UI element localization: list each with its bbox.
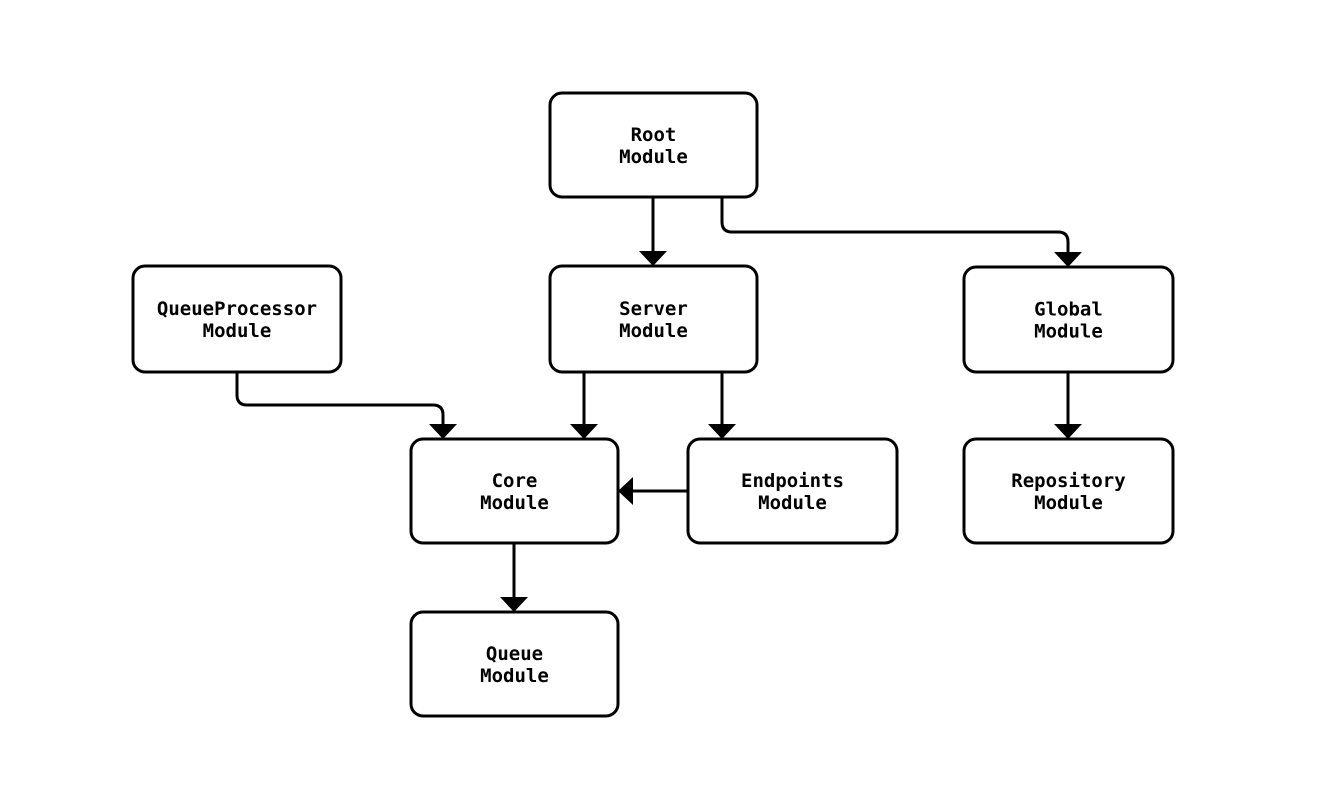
node-label-line: Server [619, 298, 688, 320]
node-box-core [409, 437, 620, 545]
node-label-line: Repository [1011, 470, 1125, 492]
node-box-repository [962, 437, 1175, 545]
node-box-queue [409, 610, 620, 718]
arrowhead-icon [1054, 424, 1082, 439]
arrowhead-icon [639, 251, 667, 266]
node-label-line: Root [631, 124, 677, 146]
node-label-line: Module [480, 492, 549, 514]
node-label-line: Core [492, 470, 538, 492]
arrowhead-icon [618, 477, 633, 505]
node-label-line: Module [619, 146, 688, 168]
node-box-endpoints [686, 437, 899, 545]
node-label-line: QueueProcessor [157, 298, 317, 320]
node-label-line: Module [1034, 492, 1103, 514]
node-label-line: Module [619, 320, 688, 342]
node-label-line: Module [480, 665, 549, 687]
arrowhead-icon [570, 424, 598, 439]
node-box-server [548, 264, 759, 374]
arrowhead-icon [429, 424, 457, 439]
edge-queueprocessor-to-core [235, 372, 457, 439]
node-label-line: Queue [486, 643, 543, 665]
edge-core-to-queue [500, 543, 528, 612]
node-label-line: Module [1034, 321, 1103, 343]
arrowhead-icon [500, 597, 528, 612]
edge-line-queueprocessor-to-core [235, 372, 445, 425]
edge-root-to-server [639, 197, 667, 266]
node-label-line: Module [203, 320, 272, 342]
edge-endpoints-to-core [618, 477, 688, 505]
edge-server-to-endpoints [708, 372, 736, 439]
arrowhead-icon [708, 424, 736, 439]
edge-root-to-global [720, 197, 1082, 267]
node-box-global [962, 265, 1175, 374]
edges-layer [235, 197, 1082, 612]
edge-server-to-core [570, 372, 598, 439]
node-box-root [548, 91, 759, 199]
edge-global-to-repository [1054, 372, 1082, 439]
node-box-queueprocessor [131, 264, 343, 374]
node-label-line: Module [758, 492, 827, 514]
arrowhead-icon [1054, 252, 1082, 267]
node-label-line: Endpoints [741, 470, 844, 492]
edge-line-root-to-global [720, 197, 1070, 253]
node-label-line: Global [1034, 299, 1103, 321]
